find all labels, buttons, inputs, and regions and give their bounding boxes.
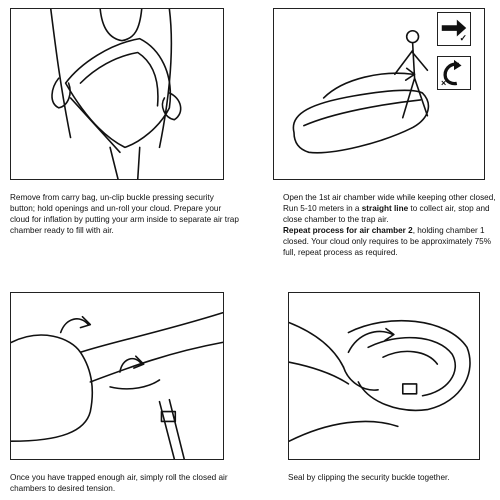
step-3-caption: Once you have trapped enough air, simply… — [10, 472, 250, 494]
step-1-drawing — [49, 9, 182, 179]
step-4-text: Seal by clipping the security buckle tog… — [288, 473, 450, 482]
wrong-direction-badge: × — [437, 56, 471, 90]
step-4-drawing — [289, 319, 471, 443]
step-4-illustration — [288, 292, 480, 460]
step-3-drawing — [11, 311, 223, 459]
step-3-illustration — [10, 292, 224, 460]
curved-arrow-icon — [443, 59, 462, 86]
step-2-bold-repeat: Repeat process for air chamber 2 — [283, 226, 413, 235]
step-3-text: Once you have trapped enough air, simply… — [10, 473, 228, 493]
step-2-drawing — [292, 29, 430, 154]
step-2-text-lead: Open the 1st air chamber wide while keep… — [283, 193, 496, 213]
step-1-illustration — [10, 8, 224, 180]
step-1-caption: Remove from carry bag, un-clip buckle pr… — [10, 192, 240, 236]
arrow-right-icon — [441, 19, 467, 37]
step-4-caption: Seal by clipping the security buckle tog… — [288, 472, 488, 483]
correct-direction-badge: ✓ — [437, 12, 471, 46]
step-2-text-tail: , holding chamber 1 closed. Your cloud o… — [283, 226, 491, 257]
step-2-bold-straight-line: straight line — [361, 204, 409, 213]
step-2-text: Open the 1st air chamber wide while keep… — [283, 192, 500, 258]
step-2-caption: Open the 1st air chamber wide while keep… — [283, 192, 500, 258]
cross-mark: × — [441, 78, 447, 88]
step-2-text-mid: to collect air, stop and close chamber t… — [283, 204, 490, 224]
check-mark: ✓ — [459, 33, 467, 43]
step-1-text: Remove from carry bag, un-clip buckle pr… — [10, 193, 239, 235]
